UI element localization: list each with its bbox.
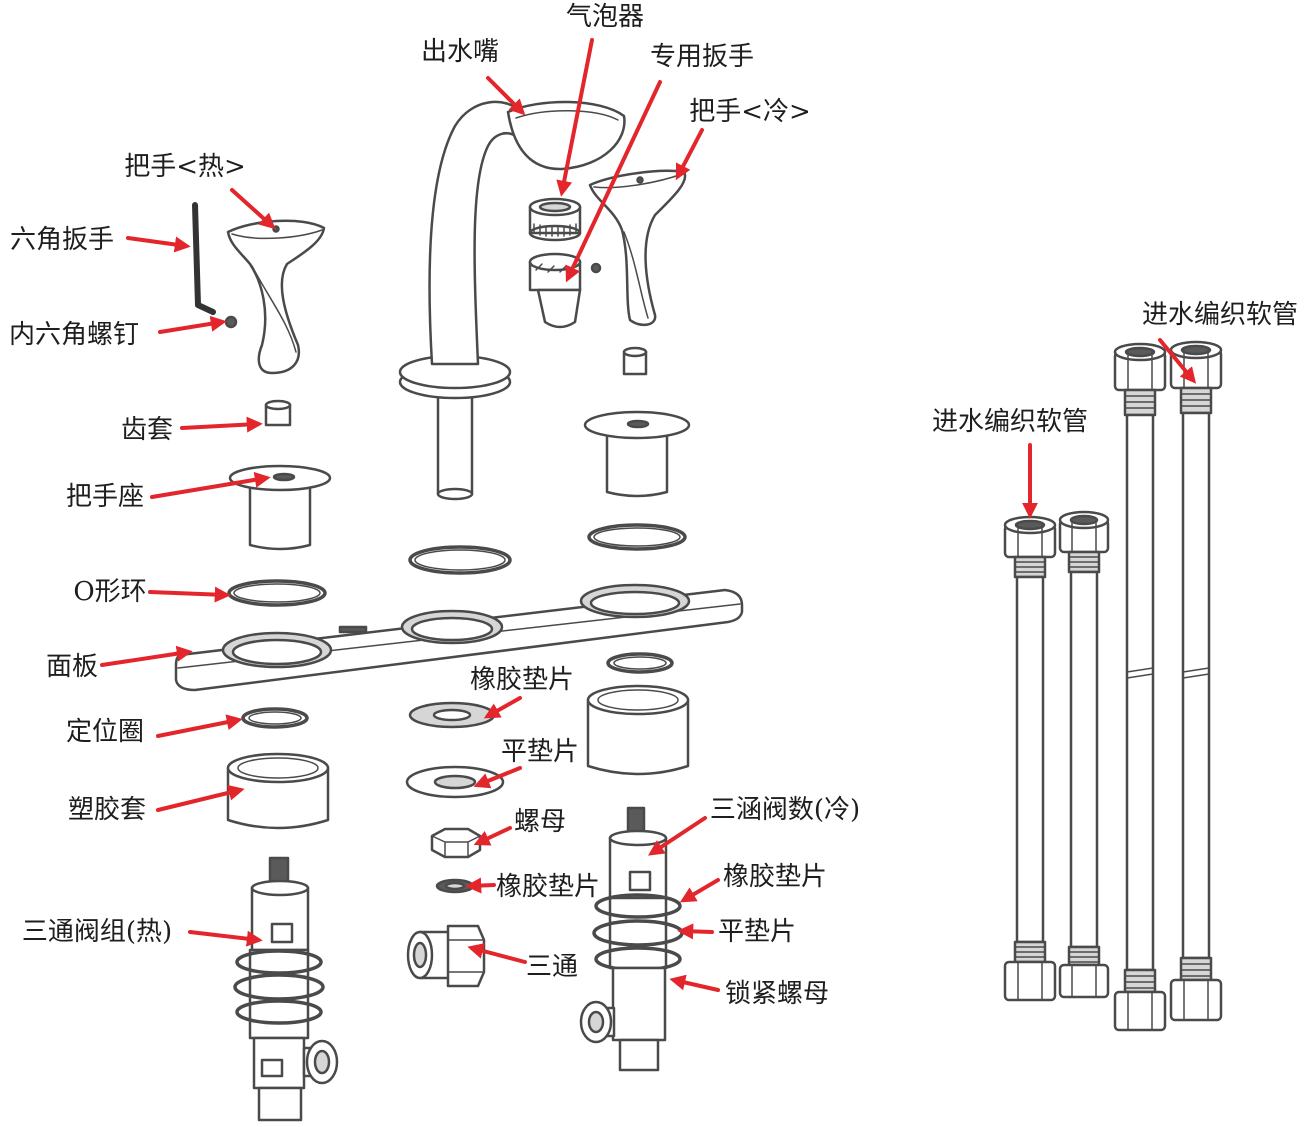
locating-ring-hot (241, 707, 309, 729)
handle-cold (588, 169, 687, 327)
o-ring-center (408, 545, 512, 575)
label-spout: 出水嘴 (421, 37, 499, 67)
spout (398, 100, 626, 501)
arrow-flat-washer-2 (677, 923, 714, 940)
arrow-rubber-gasket-2 (465, 877, 496, 894)
arrow-lock-nut (669, 974, 720, 992)
label-handle-hot: 把手<热> (124, 152, 246, 182)
label-spline-sleeve: 齿套 (121, 415, 173, 445)
arrow-plastic-sleeve (156, 784, 245, 812)
plastic-sleeve-hot (226, 752, 330, 830)
aerator (528, 197, 582, 242)
o-ring-cold (587, 523, 687, 551)
arrow-tee-valve-cold (647, 816, 707, 856)
o-ring-hot (227, 579, 327, 607)
arrow-spout (486, 76, 526, 116)
hex-socket-screw (224, 315, 238, 329)
arrow-hex-wrench (126, 236, 191, 253)
handle-hot (226, 219, 326, 375)
arrow-tee-valve-hot (188, 930, 263, 947)
inlet-hose-b (1058, 510, 1110, 999)
plastic-sleeve-cold (586, 684, 690, 776)
label-tee-valve-hot: 三通阀组(热) (22, 917, 172, 947)
hex-wrench (192, 202, 216, 315)
arrow-spline-sleeve (180, 416, 263, 433)
inlet-hose-d (1169, 340, 1223, 1022)
arrow-aerator (556, 38, 594, 197)
label-plastic-sleeve: 塑胶套 (68, 795, 146, 825)
tee-valve-hot (233, 856, 339, 1122)
faucet-panel (174, 583, 744, 692)
label-hex-wrench: 六角扳手 (10, 225, 114, 255)
arrow-tee (467, 943, 527, 964)
inlet-hose-c (1113, 342, 1167, 1032)
arrow-handle-seat (150, 471, 271, 499)
label-tee: 三通 (526, 952, 578, 982)
label-inlet-hose-1: 进水编织软管 (1142, 300, 1298, 330)
arrow-locating-ring (156, 714, 243, 738)
arrow-panel (100, 645, 193, 667)
rubber-gasket-center (408, 701, 496, 729)
arrow-inlet-hose-1 (1158, 338, 1197, 384)
label-inlet-hose-2: 进水编织软管 (932, 407, 1088, 437)
arrow-handle-hot (230, 188, 276, 230)
spline-sleeve-cold (622, 346, 648, 376)
tee-fitting (406, 924, 486, 988)
tee-valve-cold (579, 806, 684, 1072)
label-tee-valve-cold: 三涵阀数(冷) (710, 795, 860, 825)
label-hex-socket-screw: 内六角螺钉 (9, 320, 139, 350)
label-rubber-gasket-3: 橡胶垫片 (723, 862, 827, 892)
handle-seat-cold (583, 410, 691, 498)
label-rubber-gasket-1: 橡胶垫片 (470, 665, 574, 695)
label-flat-washer-2: 平垫片 (718, 917, 796, 947)
arrow-special-wrench (565, 80, 662, 283)
label-special-wrench: 专用扳手 (650, 42, 754, 72)
arrow-rubber-gasket-1 (483, 696, 522, 719)
label-handle-cold: 把手<冷> (689, 97, 811, 127)
arrow-flat-washer-1 (473, 766, 522, 789)
inlet-hose-a (1003, 515, 1057, 1002)
label-nut: 螺母 (514, 807, 566, 837)
arrow-o-ring (148, 586, 231, 603)
small-rubber-gasket-center (435, 878, 475, 894)
spline-sleeve-hot (264, 399, 292, 427)
label-locating-ring: 定位圈 (66, 717, 144, 747)
special-wrench-part (528, 252, 602, 329)
label-o-ring: O形环 (73, 577, 146, 607)
locating-ring-cold (606, 652, 674, 674)
arrow-hex-socket-screw (158, 315, 227, 334)
arrow-rubber-gasket-3 (679, 878, 720, 903)
label-lock-nut: 锁紧螺母 (725, 979, 829, 1009)
handle-seat-hot (228, 464, 332, 551)
label-aerator: 气泡器 (566, 2, 644, 32)
label-handle-seat: 把手座 (66, 482, 144, 512)
arrow-nut (473, 826, 512, 846)
arrow-handle-cold (675, 128, 704, 181)
label-rubber-gasket-2: 橡胶垫片 (496, 872, 600, 902)
label-panel: 面板 (46, 652, 98, 682)
nut-center (430, 827, 482, 859)
label-flat-washer-1: 平垫片 (501, 737, 579, 767)
